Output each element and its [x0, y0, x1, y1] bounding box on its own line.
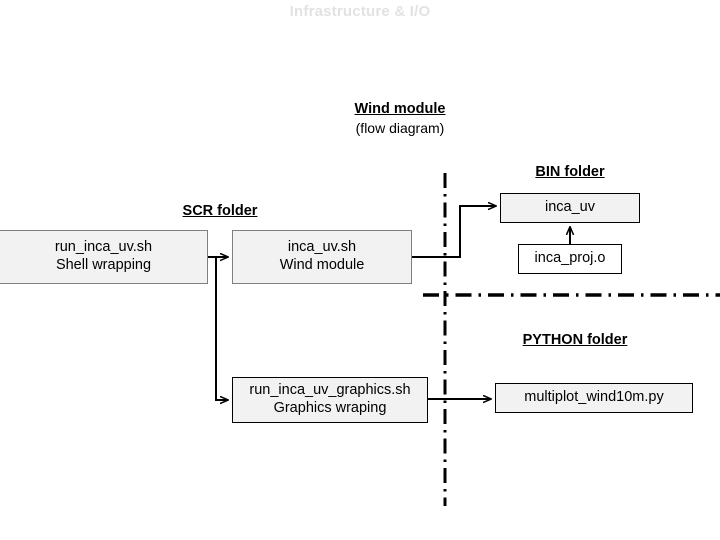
node-multiplot-wind10m-py[interactable]: multiplot_wind10m.py [495, 383, 693, 413]
node-inca-uv[interactable]: inca_uv [500, 193, 640, 223]
node-line1: run_inca_uv.sh [54, 239, 153, 256]
bin-folder-label: BIN folder [535, 164, 605, 180]
node-line1: inca_proj.o [534, 250, 606, 267]
node-line1: inca_uv [545, 199, 595, 216]
node-line1: run_inca_uv_graphics.sh [249, 382, 411, 399]
scr-folder-label: SCR folder [182, 203, 258, 219]
node-line2: Graphics wraping [273, 400, 387, 416]
node-line1: inca_uv.sh [287, 239, 357, 256]
node-run-inca-uv-sh[interactable]: run_inca_uv.sh Shell wrapping [0, 230, 208, 284]
connector-inca-uv-sh-to-inca-uv [412, 206, 496, 258]
node-inca-proj-o[interactable]: inca_proj.o [518, 244, 622, 274]
node-line1: multiplot_wind10m.py [524, 389, 664, 406]
python-folder-label: PYTHON folder [522, 332, 628, 348]
node-inca-uv-sh[interactable]: inca_uv.sh Wind module [232, 230, 412, 284]
slide-title: Infrastructure & I/O [289, 3, 431, 20]
connector-run-inca-uv-to-graphics [215, 257, 228, 400]
node-line2: Wind module [279, 257, 365, 273]
diagram-subtitle: (flow diagram) [355, 120, 445, 136]
node-line2: Shell wrapping [55, 257, 152, 273]
node-run-inca-uv-graphics-sh[interactable]: run_inca_uv_graphics.sh Graphics wraping [232, 377, 428, 423]
diagram-title: Wind module [354, 101, 446, 117]
